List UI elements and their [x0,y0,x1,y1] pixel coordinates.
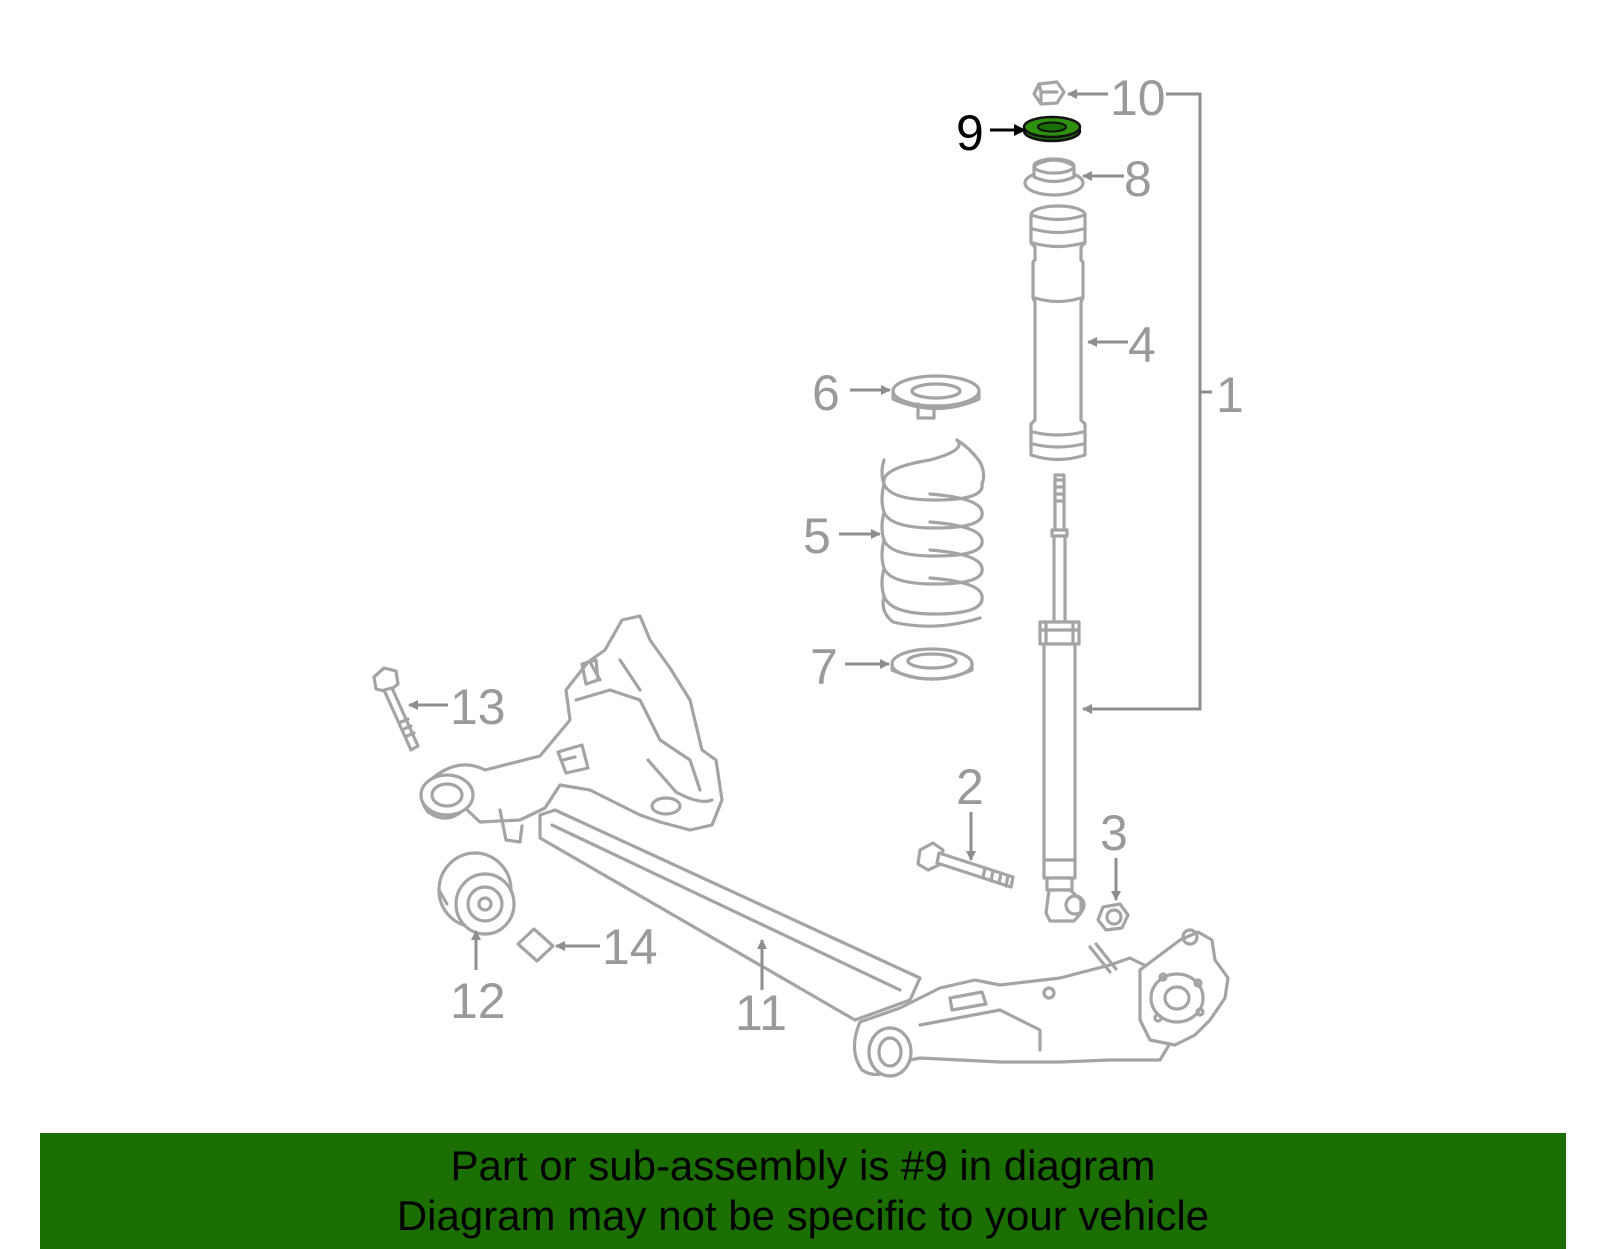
callout-5[interactable]: 5 [803,508,831,564]
part-4-dust-boot[interactable] [1029,204,1087,462]
callout-4[interactable]: 4 [1128,317,1156,373]
part-1-shock-absorber[interactable] [1038,473,1086,923]
part-8-upper-mount[interactable] [1023,157,1085,197]
callout-10[interactable]: 10 [1110,70,1166,126]
part-1-bracket [1082,92,1202,714]
part-6-spring-seat[interactable] [891,374,981,420]
callout-7[interactable]: 7 [810,639,838,695]
callout-1[interactable]: 1 [1216,367,1244,423]
part-5-coil-spring[interactable] [880,438,986,628]
callout-2[interactable]: 2 [956,759,984,815]
callout-3[interactable]: 3 [1100,805,1128,861]
part-12-bushing[interactable] [437,851,516,936]
banner-line-2: Diagram may not be specific to your vehi… [396,1192,1210,1239]
callout-6[interactable]: 6 [812,365,840,421]
info-banner: Part or sub-assembly is #9 in diagram Di… [40,1133,1566,1249]
part-13-bolt[interactable] [372,666,420,752]
part-9-washer[interactable] [1022,115,1082,143]
callout-13[interactable]: 13 [450,679,506,735]
callout-14[interactable]: 14 [602,919,658,975]
part-2-bolt[interactable] [916,841,1015,889]
part-14-clip[interactable] [516,927,555,963]
part-11-axle-beam[interactable] [419,614,1230,1078]
callout-8[interactable]: 8 [1124,151,1152,207]
part-3-nut[interactable] [1096,902,1130,932]
callout-9[interactable]: 9 [956,105,984,161]
callout-11[interactable]: 11 [735,985,787,1041]
callout-12[interactable]: 12 [450,973,506,1029]
part-7-lower-seat[interactable] [890,647,974,681]
part-10-nut[interactable] [1032,80,1066,106]
banner-line-1: Part or sub-assembly is #9 in diagram [450,1142,1156,1189]
